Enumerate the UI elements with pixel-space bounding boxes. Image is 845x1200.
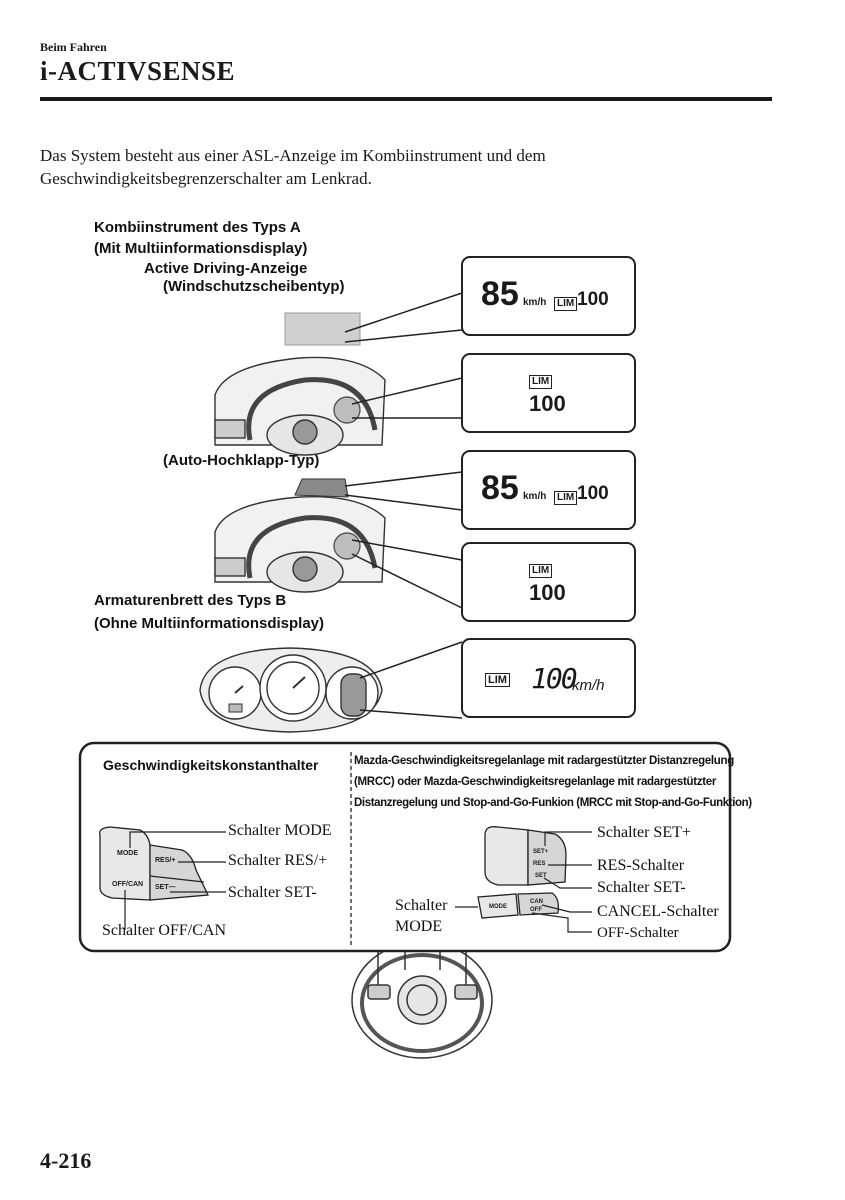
lim-icon: LIM: [529, 560, 553, 578]
btn-mode-label-r[interactable]: MODE: [489, 904, 507, 910]
segment-unit: km/h: [572, 677, 605, 694]
left-switch-drawing: [99, 826, 209, 901]
segment-limit-value: 100: [531, 662, 578, 695]
lim-icon: LIM: [554, 293, 578, 311]
dashboard-a-drawing: [214, 356, 386, 456]
limit-value: 100: [529, 580, 566, 605]
cluster-b-drawing: [199, 647, 383, 733]
display-cluster-a2: LIM 100: [461, 542, 636, 622]
btn-off-label[interactable]: OFF: [530, 907, 542, 913]
popup-hud: [294, 478, 349, 498]
speed-value: 85: [481, 469, 519, 507]
windshield-hud-panel: [284, 312, 361, 346]
right-off-label: OFF-Schalter: [597, 925, 679, 941]
page-number: 4-216: [40, 1148, 92, 1173]
right-cancel-label: CANCEL-Schalter: [597, 903, 719, 920]
btn-set-label-r[interactable]: SET: [535, 873, 547, 879]
right-mode-label-2: MODE: [395, 918, 443, 935]
lim-icon: LIM: [529, 371, 553, 389]
auto-popup-label: (Auto-Hochklapp-Typ): [163, 452, 320, 469]
left-mode-label: Schalter MODE: [228, 822, 332, 839]
intro-paragraph: Das System besteht aus einer ASL-Anzeige…: [40, 146, 546, 188]
speed-value: 85: [481, 275, 519, 313]
display-hud-windshield: 85 km/h LIM 100: [461, 256, 636, 336]
type-b-label: Armaturenbrett des Typs B: [94, 592, 287, 609]
type-b-sublabel: (Ohne Multiinformationsdisplay): [94, 615, 325, 632]
mrcc-title-line1: Mazda-Geschwindigkeitsregelanlage mit ra…: [354, 755, 734, 767]
right-switch-drawing: [477, 826, 567, 919]
left-offcan-label: Schalter OFF/CAN: [102, 922, 226, 939]
btn-res-label-r[interactable]: RES: [533, 861, 546, 867]
type-a-label: Kombiinstrument des Typs A: [94, 219, 301, 236]
right-res-label: RES-Schalter: [597, 857, 685, 874]
switch-box: [78, 741, 732, 953]
right-mode-label-1: Schalter: [395, 897, 448, 914]
windshield-type-label: (Windschutzscheibentyp): [163, 278, 345, 295]
btn-setplus-label[interactable]: SET+: [533, 849, 549, 855]
mrcc-title-line2: (MRCC) oder Mazda-Geschwindigkeitsregela…: [354, 776, 716, 788]
display-cluster-b: LIM 100 km/h: [461, 638, 636, 718]
speed-unit: km/h: [523, 491, 547, 502]
limit-value: 100: [577, 289, 609, 310]
title-rule: [40, 97, 772, 101]
dashboard-a2-drawing: [214, 495, 386, 593]
limit-value: 100: [577, 483, 609, 504]
display-cluster-a: LIM 100: [461, 353, 636, 433]
speed-unit: km/h: [523, 297, 547, 308]
btn-mode-label[interactable]: MODE: [117, 850, 138, 857]
left-set-label: Schalter SET-: [228, 884, 317, 901]
active-driving-label: Active Driving-Anzeige: [144, 260, 308, 277]
left-res-label: Schalter RES/+: [228, 852, 328, 869]
right-setplus-label: Schalter SET+: [597, 824, 691, 841]
lim-icon: LIM: [554, 487, 578, 505]
btn-can-label[interactable]: CAN: [530, 899, 543, 905]
section-label: Beim Fahren: [40, 40, 107, 54]
display-hud-popup: 85 km/h LIM 100: [461, 450, 636, 530]
type-a-sublabel: (Mit Multiinformationsdisplay): [94, 240, 308, 257]
btn-offcan-label[interactable]: OFF/CAN: [112, 881, 144, 888]
btn-set-label[interactable]: SET—: [155, 884, 176, 891]
steering-wheel-drawing: [351, 941, 493, 1059]
lim-icon: LIM: [485, 670, 510, 688]
right-setminus-label: Schalter SET-: [597, 879, 686, 896]
mrcc-title-line3: Distanzregelung und Stop-and-Go-Funkion …: [354, 797, 752, 809]
page-title: i-ACTIVSENSE: [40, 56, 236, 86]
limit-value: 100: [529, 391, 566, 416]
cruise-control-title: Geschwindigkeitskonstanthalter: [103, 757, 319, 773]
btn-res-label[interactable]: RES/+: [155, 857, 176, 864]
